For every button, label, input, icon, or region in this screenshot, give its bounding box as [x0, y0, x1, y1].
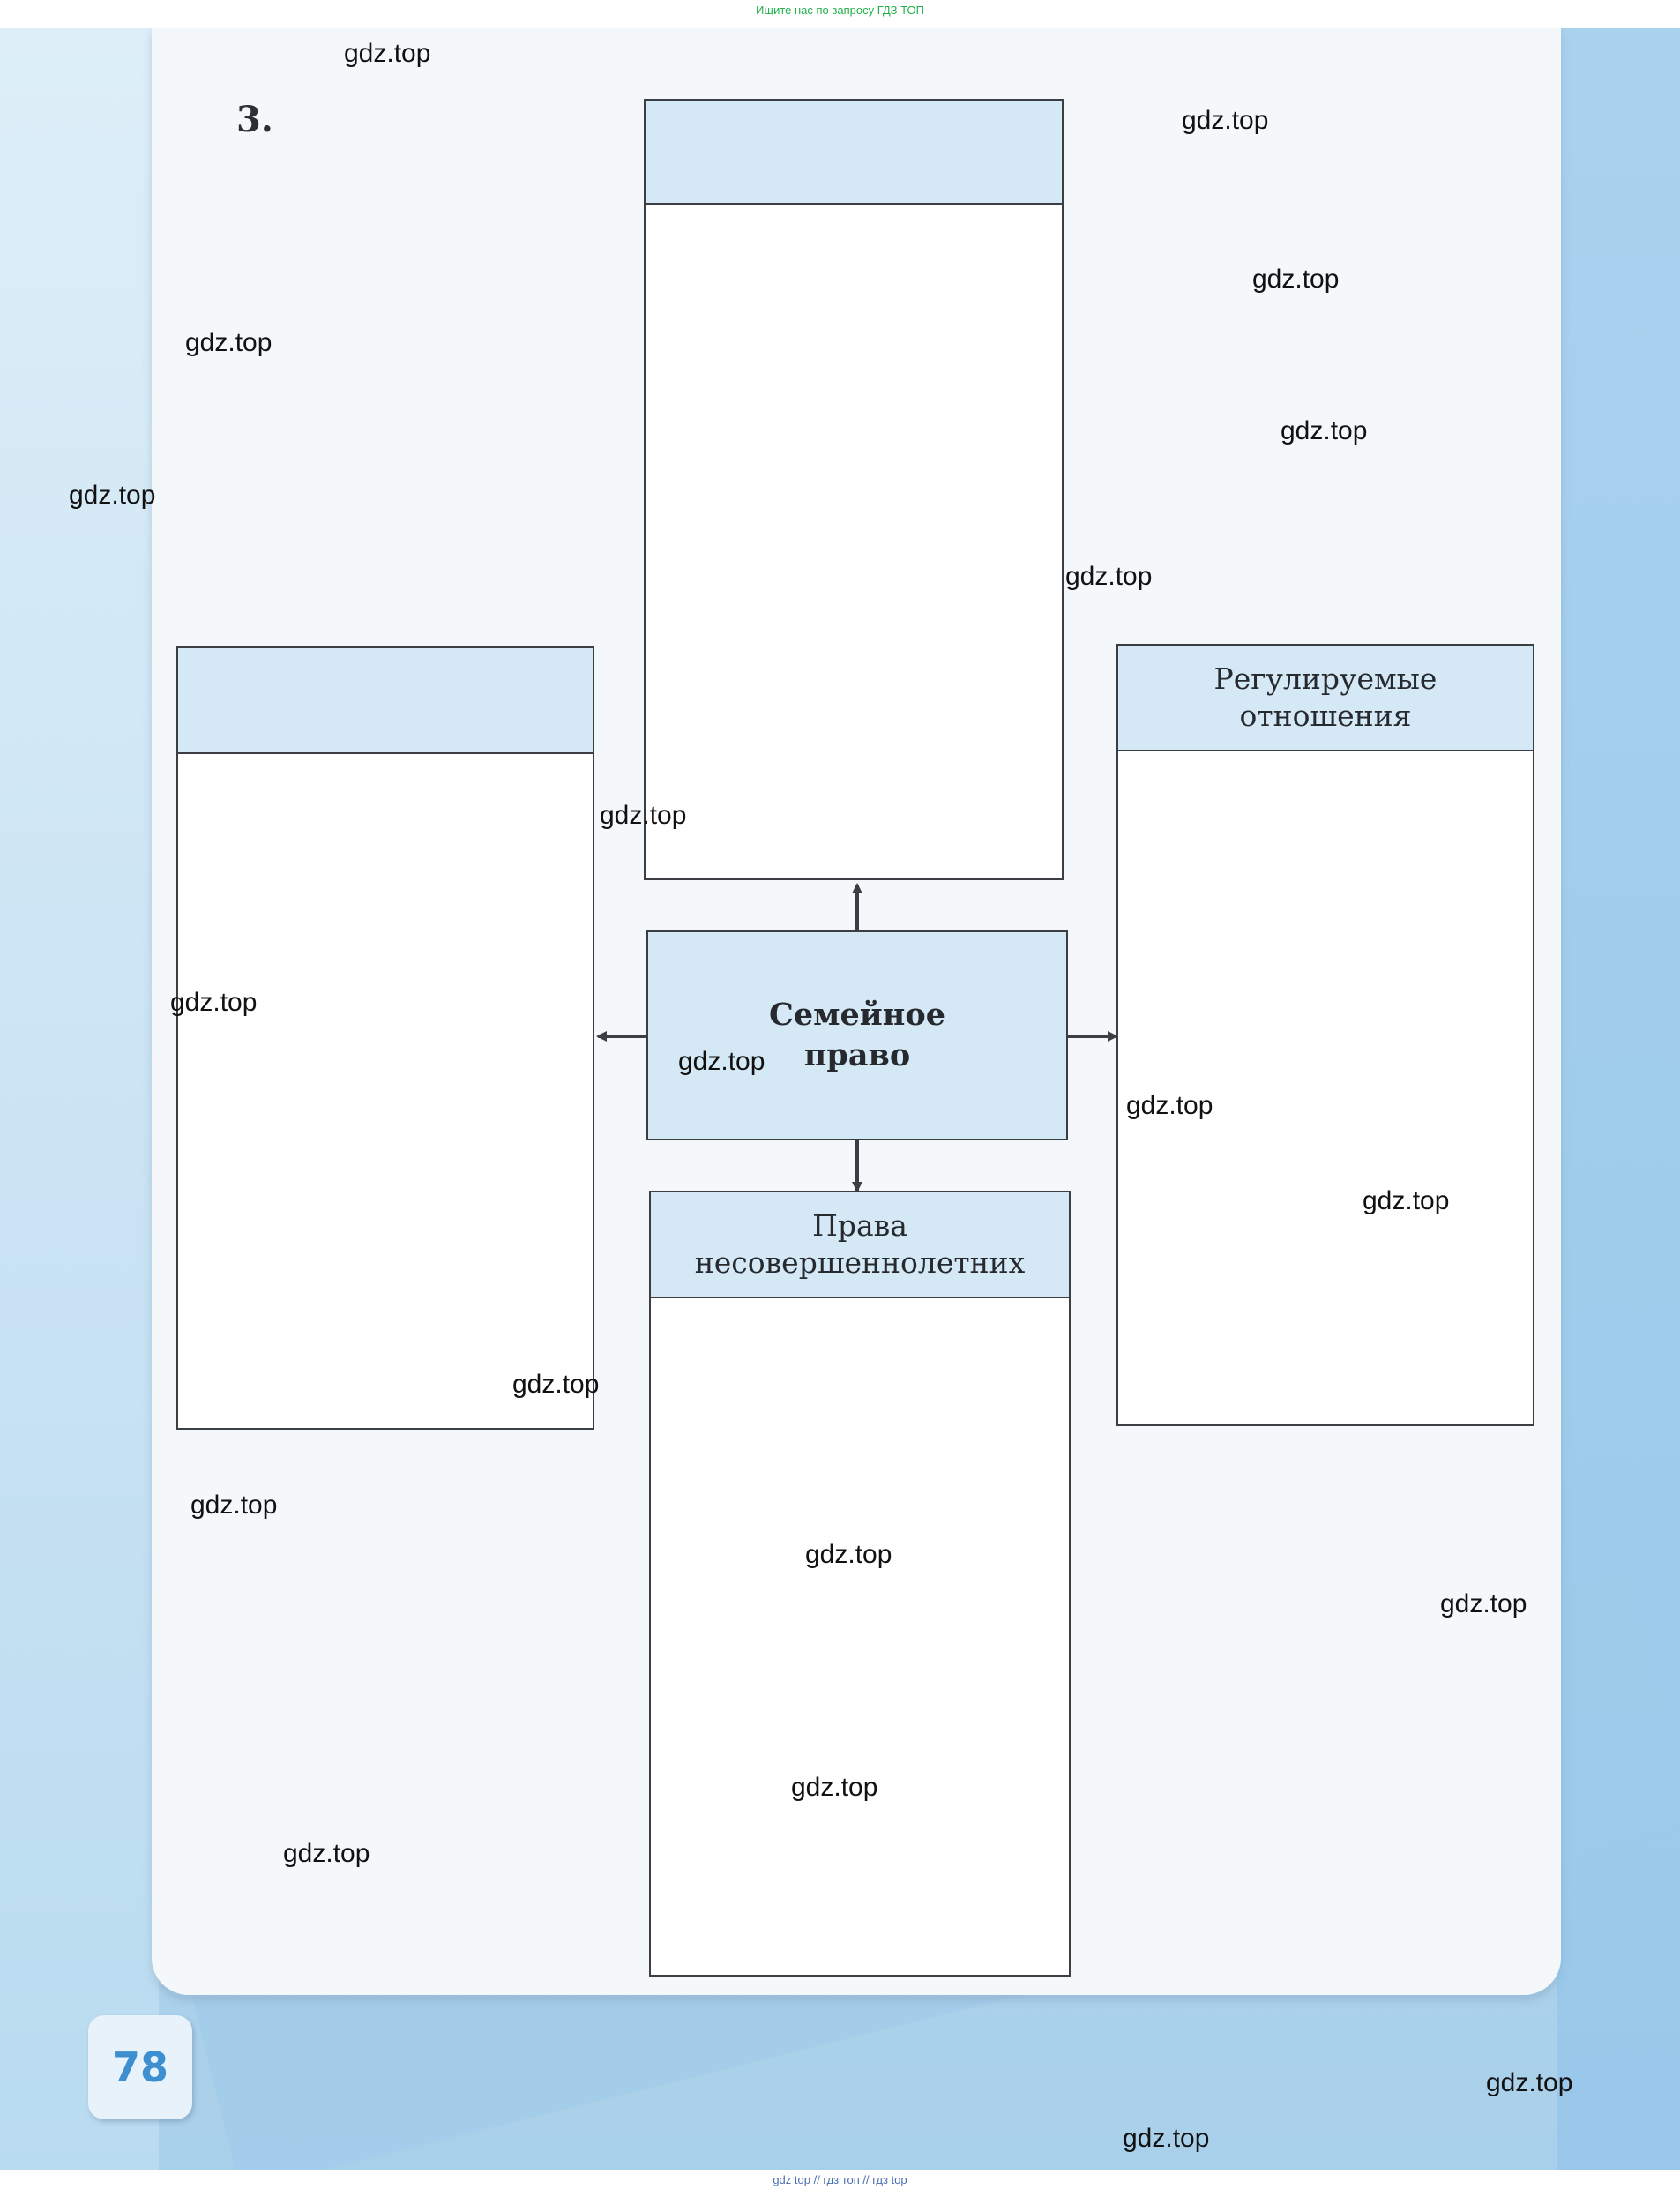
watermark: gdz.top	[1065, 562, 1153, 591]
watermark: gdz.top	[1363, 1186, 1450, 1215]
watermark: gdz.top	[185, 328, 273, 357]
watermark: gdz.top	[1486, 2068, 1573, 2097]
left-page-margin	[0, 28, 159, 2170]
minors-rights-title-line1: Права	[812, 1208, 907, 1243]
watermark: gdz.top	[283, 1839, 370, 1868]
watermark: gdz.top	[600, 801, 687, 830]
watermark: gdz.top	[69, 481, 156, 510]
watermark: gdz.top	[1123, 2124, 1210, 2153]
regulated-relations-header: Регулируемые отношения	[1118, 646, 1533, 751]
watermark: gdz.top	[791, 1773, 878, 1802]
minors-rights-box: Права несовершеннолетних	[649, 1191, 1071, 1977]
regulated-relations-title-line2: отношения	[1239, 699, 1412, 733]
watermark: gdz.top	[678, 1047, 765, 1076]
top-box-header	[646, 101, 1062, 205]
regulated-relations-box: Регулируемые отношения	[1116, 644, 1534, 1426]
minors-rights-title-line2: несовершеннолетних	[694, 1245, 1026, 1280]
top-empty-box	[644, 99, 1064, 880]
family-law-title-line2: право	[803, 1037, 911, 1073]
watermark: gdz.top	[805, 1540, 892, 1569]
watermark: gdz.top	[170, 988, 258, 1017]
watermark: gdz.top	[512, 1370, 600, 1399]
watermark: gdz.top	[1281, 416, 1368, 445]
regulated-relations-title-line1: Регулируемые	[1213, 661, 1437, 696]
watermark: gdz.top	[1126, 1091, 1213, 1120]
family-law-title-line1: Семейное	[769, 997, 945, 1033]
family-law-center-box: Семейное право	[646, 930, 1068, 1140]
top-search-hint: Ищите нас по запросу ГДЗ ТОП	[756, 4, 924, 17]
left-box-header	[178, 648, 593, 754]
watermark: gdz.top	[190, 1491, 278, 1520]
watermark: gdz.top	[1440, 1589, 1527, 1618]
page-number-badge: 78	[88, 2015, 192, 2119]
task-number: 3.	[236, 99, 273, 140]
watermark: gdz.top	[1252, 265, 1340, 294]
left-empty-box	[176, 646, 594, 1430]
watermark: gdz.top	[1182, 106, 1269, 135]
watermark: gdz.top	[344, 39, 431, 68]
minors-rights-header: Права несовершеннолетних	[651, 1192, 1069, 1298]
bottom-search-hint: gdz top // гдз топ // гдз top	[773, 2173, 907, 2186]
